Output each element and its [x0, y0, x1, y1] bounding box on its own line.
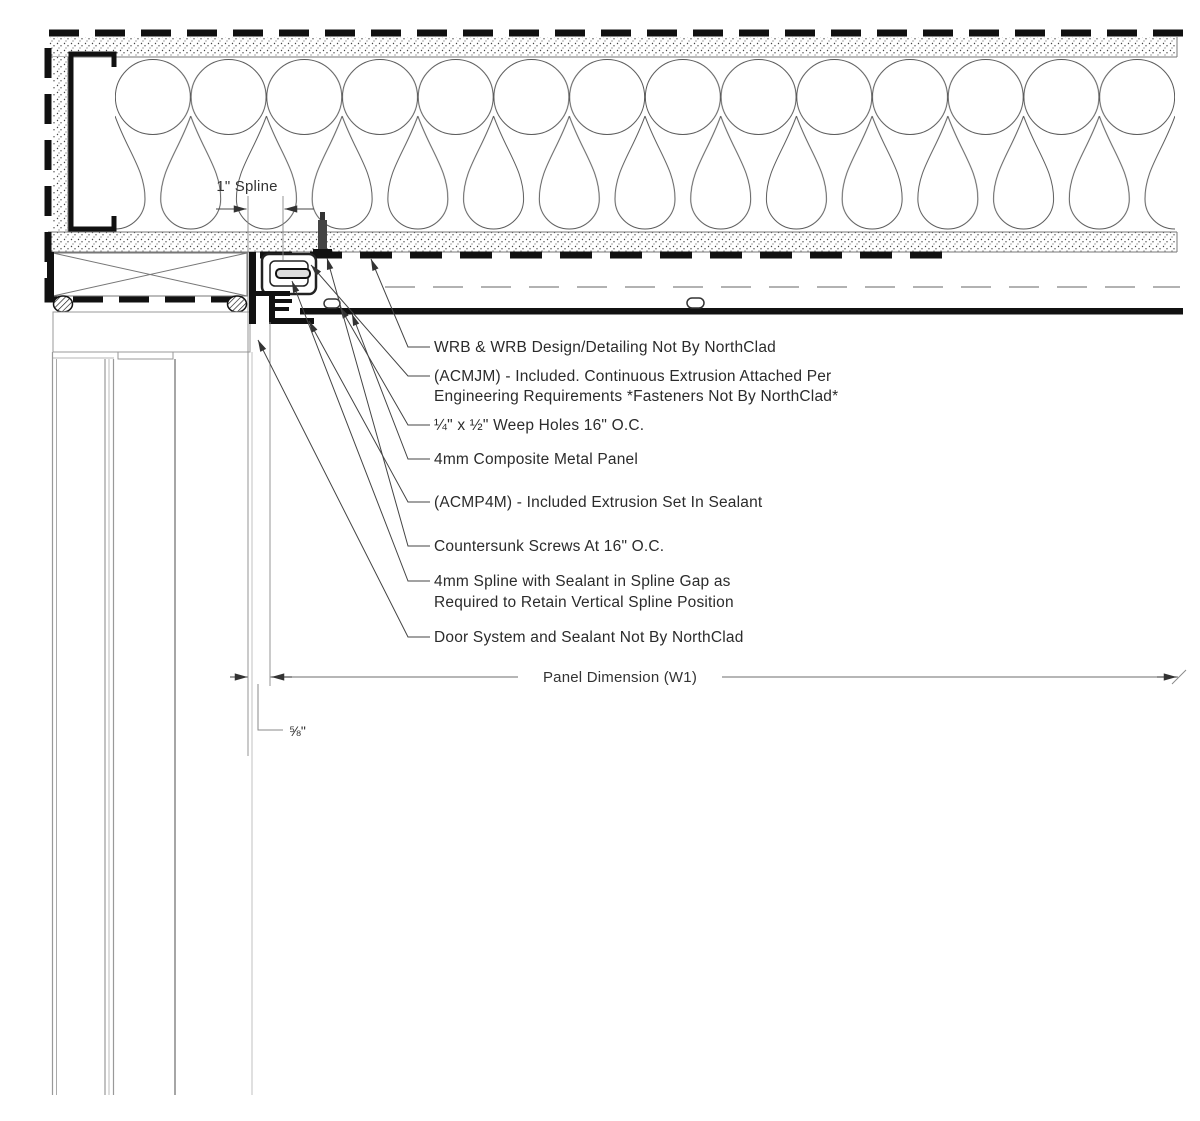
- sheathing-band-bottom: [48, 231, 1178, 253]
- weep-hole-left: [323, 298, 341, 309]
- callout-door-system: Door System and Sealant Not By NorthClad: [434, 629, 744, 646]
- dimension-offset: ⅝": [257, 684, 306, 739]
- dimension-panel-width: Panel Dimension (W1): [230, 666, 1187, 687]
- countersunk-screw: [313, 212, 332, 255]
- callout-acmp4m: (ACMP4M) - Included Extrusion Set In Sea…: [434, 494, 763, 511]
- leader-acmjm: [310, 264, 430, 377]
- callout-acmjm-line1: (ACMJM) - Included. Continuous Extrusion…: [434, 368, 831, 385]
- sheathing-band-top: [48, 37, 1178, 58]
- spline-bar: [275, 268, 311, 279]
- sheathing-band-left: [53, 57, 69, 252]
- leader-weep: [339, 306, 430, 426]
- callout-labels: WRB & WRB Design/Detailing Not By NorthC…: [434, 339, 838, 646]
- leader-acmp4m: [308, 320, 430, 503]
- leader-lines: [257, 257, 430, 638]
- callout-weep-holes: ¼" x ½" Weep Holes 16" O.C.: [434, 417, 644, 434]
- leader-screws: [326, 257, 430, 547]
- weep-hole-right: [686, 297, 705, 309]
- callout-countersunk-screws: Countersunk Screws At 16" O.C.: [434, 538, 664, 555]
- panel-edge-profile: [249, 252, 314, 324]
- leader-spline: [291, 280, 430, 582]
- callout-acmjm-line2: Engineering Requirements *Fasteners Not …: [434, 388, 838, 405]
- fastener-left: [52, 295, 74, 313]
- callout-composite-panel: 4mm Composite Metal Panel: [434, 451, 638, 468]
- leader-door: [257, 339, 430, 638]
- fastener-right: [226, 295, 248, 313]
- wrb-membrane-wrap: [44, 29, 1183, 303]
- leader-wrb: [370, 258, 430, 348]
- wood-blocking: [47, 252, 248, 297]
- dimension-spline-width: 1" Spline: [216, 178, 314, 213]
- door-system: [51, 311, 253, 1095]
- callout-wrb: WRB & WRB Design/Detailing Not By NorthC…: [434, 339, 776, 356]
- joint-detail: [249, 212, 1183, 324]
- panel-dimension-label: Panel Dimension (W1): [543, 669, 697, 686]
- batt-insulation: [115, 58, 1175, 232]
- callout-spline-line1: 4mm Spline with Sealant in Spline Gap as: [434, 573, 731, 590]
- composite-metal-panel: [300, 308, 1183, 315]
- spline-dimension-label: 1" Spline: [216, 178, 277, 195]
- offset-dimension-label: ⅝": [289, 723, 306, 739]
- callout-spline-line2: Required to Retain Vertical Spline Posit…: [434, 594, 734, 611]
- extension-lines: [247, 196, 284, 756]
- leader-panel: [351, 313, 430, 460]
- metal-stud-channel: [68, 51, 117, 232]
